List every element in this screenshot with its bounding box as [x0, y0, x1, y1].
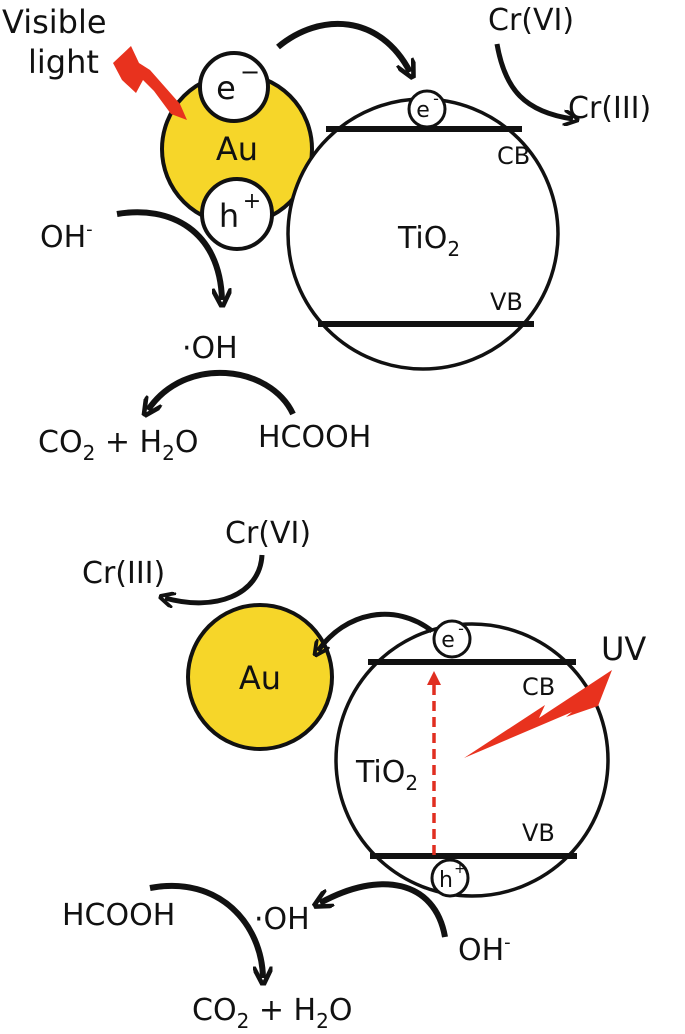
uv-label: UV — [601, 630, 646, 668]
cb-label-top: CB — [497, 142, 530, 170]
visible-light-lightning-icon — [113, 46, 187, 120]
hcooh-oxidation-arrow-bottom — [149, 883, 263, 978]
hole-sup-top: + — [243, 189, 261, 214]
hcooh-label-top: HCOOH — [258, 420, 371, 455]
electron-transfer-arrow-bottom — [318, 611, 434, 651]
cb-electron-bubble-bottom — [432, 619, 472, 659]
uv-lightning-icon — [464, 670, 612, 758]
cr6-label-top: Cr(VI) — [488, 3, 574, 38]
products-label-top: CO2 + H2O — [38, 425, 198, 465]
electron-label-top: e — [216, 69, 236, 107]
vb-hole-label-bottom: h — [439, 868, 453, 893]
vb-label-bottom: VB — [522, 819, 555, 847]
cr-reduction-arrow-top — [494, 43, 573, 119]
cr3-label-top: Cr(III) — [568, 91, 651, 126]
top-panel: Visible light Au e − h + CB VB TiO2 e - … — [2, 3, 651, 465]
hole-bubble-top — [200, 177, 274, 251]
cr6-label-bottom: Cr(VI) — [225, 516, 311, 551]
tio2-label-top: TiO2 — [397, 221, 460, 261]
electron-bubble-top — [198, 51, 270, 123]
au-particle-bottom — [186, 603, 334, 751]
cb-electron-sup-top: - — [433, 89, 439, 108]
oh-minus-label-bottom: OH- — [458, 932, 511, 968]
products-label-bottom: CO2 + H2O — [192, 993, 352, 1029]
electron-transfer-arrow-top — [276, 20, 410, 72]
oh-radical-label-top: ·OH — [182, 331, 238, 366]
hcooh-oxidation-arrow-top — [148, 369, 296, 414]
tio2-label-bottom: TiO2 — [355, 755, 418, 795]
visible-light-label-line2: light — [28, 43, 99, 81]
vb-hole-bubble-bottom — [430, 858, 470, 898]
cb-electron-bubble-top — [407, 89, 447, 129]
cr-reduction-arrow-bottom — [165, 554, 265, 603]
hole-label-top: h — [219, 197, 239, 235]
cb-label-bottom: CB — [522, 673, 555, 701]
oh-oxidation-arrow-top — [116, 209, 222, 300]
vb-label-top: VB — [490, 288, 523, 316]
au-label-bottom: Au — [239, 659, 281, 697]
oh-minus-label-top: OH- — [40, 219, 93, 255]
hcooh-label-bottom: HCOOH — [62, 898, 175, 933]
vb-hole-sup-bottom: + — [454, 861, 466, 877]
cb-electron-sup-bottom: - — [458, 619, 464, 638]
cb-electron-label-top: e — [416, 98, 430, 123]
cb-electron-label-bottom: e — [441, 628, 455, 653]
bottom-panel: Cr(VI) Cr(III) Au CB VB TiO2 e - h + UV … — [62, 516, 646, 1033]
oh-radical-label-bottom: ·OH — [254, 902, 310, 937]
au-label-top: Au — [216, 130, 258, 168]
electron-sup-top: − — [240, 58, 260, 86]
cr3-label-bottom: Cr(III) — [82, 556, 165, 591]
oh-oxidation-arrow-bottom — [320, 881, 448, 938]
tio2-sphere-bottom — [334, 622, 610, 898]
visible-light-label-line1: Visible — [2, 3, 107, 41]
